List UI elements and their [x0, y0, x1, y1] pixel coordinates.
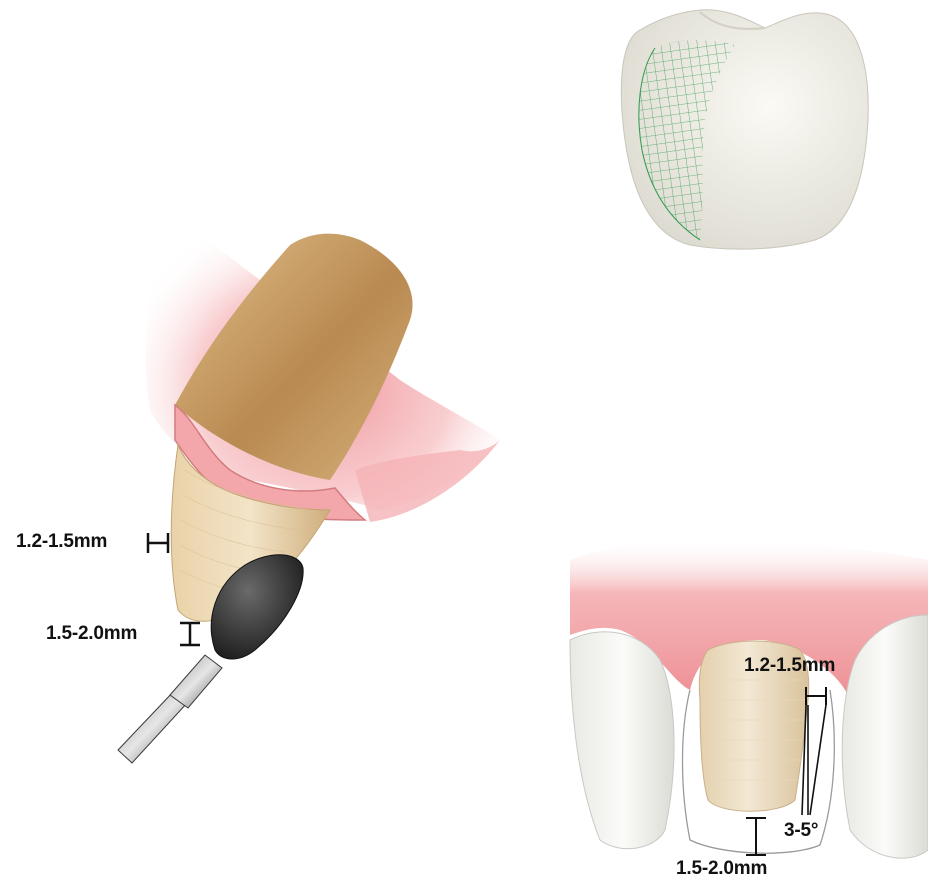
taper-angle-lines: [802, 705, 826, 815]
tooth-preparation-frontal: [570, 538, 928, 858]
dimension-bracket-incisal: [180, 623, 200, 645]
label-right-incisal: 1.5-2.0mm: [676, 858, 767, 880]
dimension-bracket-incisal-frontal: [746, 818, 766, 855]
dimension-bracket-shoulder: [148, 533, 168, 553]
label-right-taper: 3-5°: [784, 820, 818, 842]
label-left-incisal: 1.5-2.0mm: [46, 623, 137, 645]
label-left-shoulder: 1.2-1.5mm: [16, 531, 107, 553]
crown-model: [621, 10, 868, 250]
tooth-preparation-lateral: [118, 200, 500, 763]
label-right-shoulder: 1.2-1.5mm: [744, 655, 835, 677]
